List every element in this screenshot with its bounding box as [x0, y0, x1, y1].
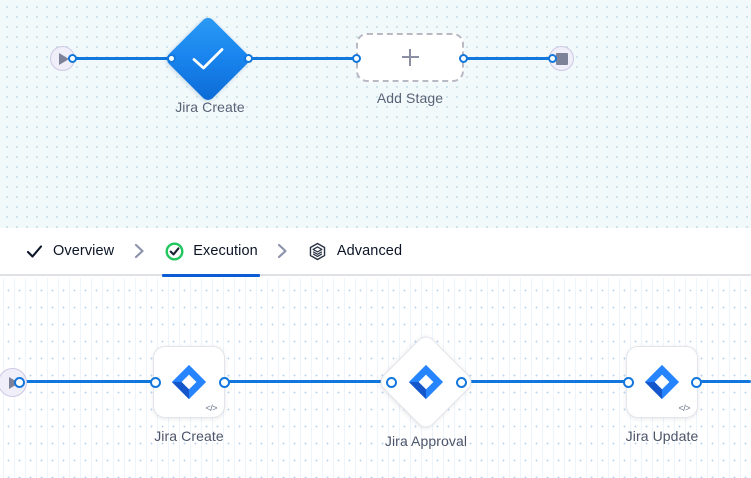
port-jira-create-in[interactable] [167, 54, 176, 63]
chevron-right-icon-2 [260, 227, 306, 275]
code-badge-jira-create: </> [205, 403, 217, 413]
checkmark-icon [191, 46, 225, 72]
port-jira-update-in[interactable] [623, 377, 634, 388]
stage-label-jira-create: Jira Create [175, 99, 245, 115]
port-jira-create-step-out[interactable] [219, 377, 230, 388]
pipeline-overview-canvas[interactable]: Jira Create Add Stage [0, 0, 751, 228]
port-add-stage-out[interactable] [459, 54, 468, 63]
tab-overview-label: Overview [53, 243, 115, 259]
chevron-right-icon [116, 227, 162, 275]
edge-start-to-jira-create-step [18, 380, 158, 383]
edge-jira-approval-to-jira-update [460, 380, 628, 383]
layers-hexagon-icon [308, 241, 328, 261]
port-exec-start-out[interactable] [14, 377, 25, 388]
step-node-jira-update[interactable]: </> [626, 346, 698, 418]
tab-advanced[interactable]: Advanced [306, 227, 404, 275]
port-add-stage-in[interactable] [352, 54, 361, 63]
step-label-jira-update: Jira Update [625, 428, 699, 444]
check-icon [24, 241, 44, 261]
tab-overview[interactable]: Overview [22, 227, 116, 275]
edge-jira-create-to-jira-approval [223, 380, 391, 383]
port-end-in[interactable] [548, 54, 557, 63]
edge-jira-update-outgoing [695, 380, 751, 383]
play-icon [59, 52, 69, 65]
tab-execution[interactable]: Execution [162, 227, 260, 277]
add-stage-label: Add Stage [376, 90, 444, 106]
execution-steps-canvas[interactable]: </> Jira Create Jira Approval [0, 278, 751, 478]
jira-icon-approval [392, 348, 460, 416]
jira-icon [154, 347, 224, 417]
check-circle-icon [164, 241, 184, 261]
port-jira-approval-out[interactable] [456, 377, 467, 388]
stop-icon [555, 52, 568, 65]
port-jira-update-out[interactable] [691, 377, 702, 388]
port-jira-create-step-in[interactable] [150, 377, 161, 388]
tab-execution-label: Execution [193, 243, 258, 259]
plus-icon [401, 49, 419, 66]
step-label-jira-approval: Jira Approval [384, 433, 468, 449]
jira-icon-update [627, 347, 697, 417]
stage-node-jira-create[interactable] [164, 15, 252, 103]
edge-add-stage-to-end [463, 57, 552, 60]
add-stage-button[interactable] [356, 33, 464, 82]
edge-start-to-jira-create [72, 57, 172, 60]
tab-advanced-label: Advanced [336, 243, 403, 259]
code-badge-jira-update: </> [678, 403, 690, 413]
port-start-out[interactable] [68, 54, 77, 63]
step-node-jira-create[interactable]: </> [153, 346, 225, 418]
port-jira-create-out[interactable] [244, 54, 253, 63]
step-node-jira-approval[interactable] [376, 332, 476, 432]
edge-jira-create-to-add-stage [248, 57, 356, 60]
port-jira-approval-in[interactable] [386, 377, 397, 388]
pipeline-section-tabs: Overview Execution [0, 227, 751, 277]
step-label-jira-create: Jira Create [154, 428, 224, 444]
tab-active-indicator [162, 274, 260, 277]
